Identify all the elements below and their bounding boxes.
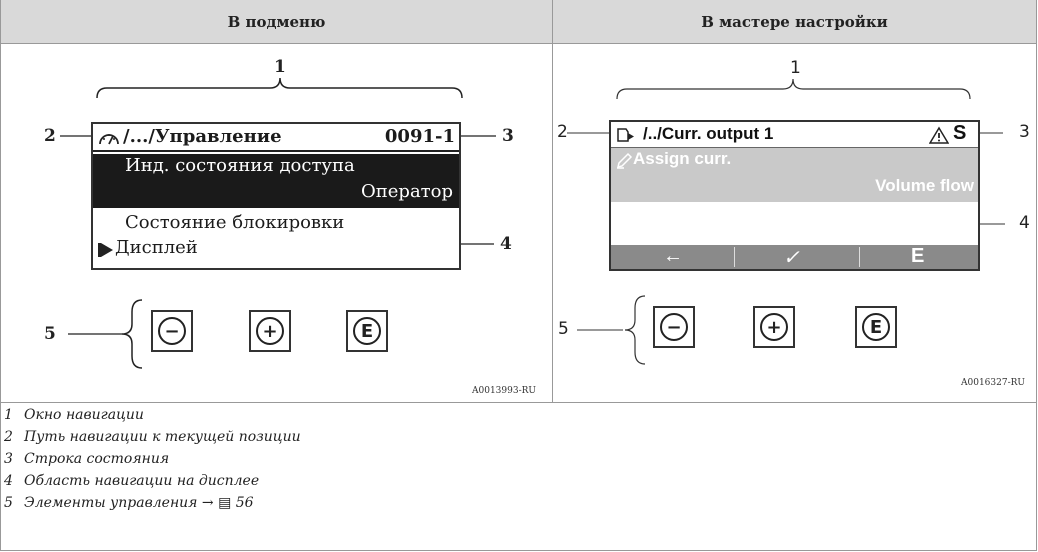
legend-item: 4 Область навигации на дисплее [4, 473, 259, 489]
right-figure-code: A0016327-RU [961, 378, 1025, 388]
softkey-divider-2 [859, 247, 860, 267]
right-row-1: Assign curr. [633, 149, 732, 168]
legend-item: 2 Путь навигации к текущей позиции [4, 429, 301, 445]
callout-1-left: 1 [274, 57, 286, 77]
left-panel-lines [60, 77, 496, 369]
right-lcd-display: /../Curr. output 1 S Assign curr. Volume… [609, 120, 980, 271]
left-row-2: Оператор [361, 181, 453, 202]
left-plus-button[interactable]: + [249, 310, 291, 352]
softkey-divider-1 [734, 247, 735, 267]
wizard-icon [617, 128, 634, 142]
left-enter-button[interactable]: E [346, 310, 388, 352]
right-enter-button[interactable]: E [855, 306, 897, 348]
callout-5-left: 5 [44, 324, 56, 344]
left-figure-code: A0013993-RU [472, 386, 536, 396]
legend-num: 1 [4, 407, 13, 423]
legend-num: 4 [4, 473, 13, 489]
legend-num: 5 [4, 495, 13, 511]
callout-4-right: 4 [1019, 213, 1030, 233]
triangle-pointer-icon [98, 243, 113, 257]
legend-item: 5 Элементы управления → ▤ 56 [4, 495, 254, 511]
left-row-1: Инд. состояния доступа [125, 155, 355, 176]
callout-2-left: 2 [44, 126, 56, 146]
header-left: В подменю [1, 0, 552, 44]
legend-divider [0, 402, 1037, 403]
callout-1-right: 1 [790, 58, 801, 78]
legend-item: 3 Строка состояния [4, 451, 169, 467]
left-path: /.../Управление [123, 126, 282, 147]
minus-icon: − [158, 317, 186, 345]
enter-icon: E [862, 313, 890, 341]
callout-4-left: 4 [500, 234, 512, 254]
right-minus-button[interactable]: − [653, 306, 695, 348]
right-status-letter: S [953, 122, 967, 144]
left-lcd-display: /.../Управление 0091-1 Инд. состояния до… [91, 122, 461, 270]
callout-3-left: 3 [502, 126, 514, 146]
right-softkey-bar: ← ✓ E [611, 245, 978, 269]
header-right: В мастере настройки [553, 0, 1036, 44]
softkey-back-icon: ← [663, 245, 683, 267]
plus-icon: + [256, 317, 284, 345]
legend-num: 3 [4, 451, 13, 467]
right-row-2: Volume flow [875, 176, 974, 195]
left-status: 0091-1 [384, 126, 455, 147]
header-right-label: В мастере настройки [701, 12, 888, 31]
callout-3-right: 3 [1019, 122, 1030, 142]
legend-item: 1 Окно навигации [4, 407, 144, 423]
callout-5-right: 5 [558, 319, 569, 339]
pencil-icon [616, 152, 633, 169]
right-empty-area [611, 202, 978, 245]
left-header-rule [93, 150, 459, 152]
right-path: /../Curr. output 1 [643, 124, 774, 143]
left-row-3: Состояние блокировки [125, 212, 345, 233]
legend-text: Окно навигации [24, 407, 144, 423]
gauge-icon [99, 134, 119, 145]
header-left-label: В подменю [227, 12, 326, 31]
right-plus-button[interactable]: + [753, 306, 795, 348]
legend-num: 2 [4, 429, 13, 445]
left-minus-button[interactable]: − [151, 310, 193, 352]
right-header-rule [611, 147, 978, 148]
legend-text[interactable]: Элементы управления → ▤ 56 [24, 495, 254, 511]
legend-text: Путь навигации к текущей позиции [24, 429, 301, 445]
enter-icon: E [353, 317, 381, 345]
callout-2-right: 2 [557, 122, 568, 142]
column-divider [552, 0, 553, 402]
right-path-bar [611, 122, 978, 147]
minus-icon: − [660, 313, 688, 341]
softkey-enter-icon: E [911, 245, 925, 267]
left-row-4: Дисплей [115, 237, 198, 258]
softkey-check-icon: ✓ [783, 247, 800, 269]
plus-icon: + [760, 313, 788, 341]
legend-text: Строка состояния [24, 451, 170, 467]
warning-triangle-icon [929, 126, 949, 144]
legend-text: Область навигации на дисплее [24, 473, 260, 489]
left-highlight-block [93, 154, 459, 208]
